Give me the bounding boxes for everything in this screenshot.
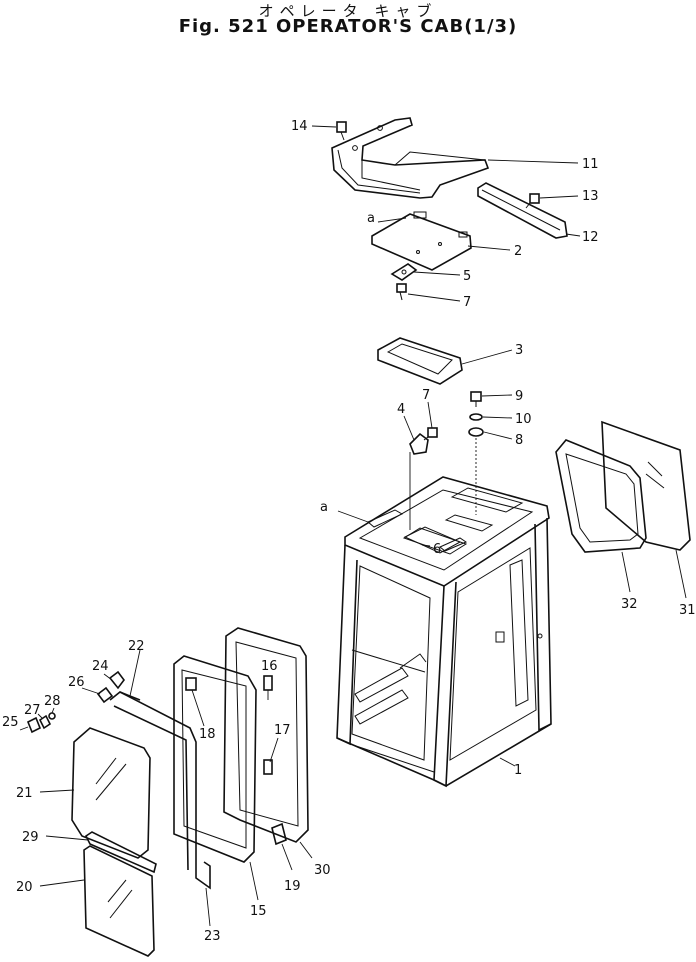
part-labels: 14 11 13 12 2 5 7 3 9 10 8 4 7 6 1 31 32… [2,119,696,944]
part-21-glass [71,727,151,859]
part-16-hinge [263,675,273,691]
label-10: 10 [515,412,532,427]
label-24: 24 [92,659,109,674]
label-6: 6 [433,542,441,557]
part-9-bolt [470,391,482,407]
part-10-washer [469,413,483,421]
label-20: 20 [16,880,33,895]
label-14: 14 [291,119,308,134]
part-15-seal [173,655,257,863]
part-28-pin [48,712,56,720]
label-12: 12 [582,230,599,245]
label-22: 22 [128,639,145,654]
part-8-nut [468,427,484,437]
label-1: 1 [514,763,522,778]
label-5: 5 [463,269,471,284]
label-19: 19 [284,879,301,894]
part-27-spacer [38,714,52,730]
part-11-bracket [331,117,490,199]
label-17: 17 [274,723,291,738]
view-ref-a-cab: a [320,500,328,515]
part-2-plate [371,211,472,271]
label-11: 11 [582,157,599,172]
part-25-knob [26,716,42,734]
part-14-bolt [336,121,347,141]
part-13-bolt [525,193,540,209]
part-31-rear-glass [601,420,691,551]
label-29: 29 [22,830,39,845]
part-1-cab-body [336,476,552,788]
label-13: 13 [582,189,599,204]
part-17-hinge [263,759,273,775]
label-4: 4 [397,402,405,417]
label-9: 9 [515,389,523,404]
part-26-catch [96,686,114,704]
label-26: 26 [68,675,85,690]
part-32-seal [555,439,647,553]
label-31: 31 [679,603,696,618]
part-4-bracket [409,432,429,455]
label-32: 32 [621,597,638,612]
part-29-strip [84,831,157,874]
label-7-upper: 7 [463,295,471,310]
title-japanese: オペレータ キャブ [258,2,438,20]
label-8: 8 [515,433,523,448]
label-3: 3 [515,343,523,358]
part-19-latch [271,822,287,846]
label-7-lower: 7 [422,388,430,403]
part-20-glass-lower [83,845,155,957]
label-28: 28 [44,694,61,709]
view-ref-a-top: a [367,211,375,226]
label-30: 30 [314,863,331,878]
figure-title: Fig. 521 OPERATOR'S CAB(1/3) [178,16,518,37]
part-12-strip [477,182,568,239]
part-24-latch [108,670,125,690]
label-25: 25 [2,715,19,730]
label-27: 27 [24,703,41,718]
leader-lines [19,125,687,927]
part-7-bolt-upper [396,283,407,301]
part-30-door-frame [223,627,309,843]
part-3-gasket [377,337,463,385]
label-18: 18 [199,727,216,742]
label-23: 23 [204,929,221,944]
label-16: 16 [261,659,278,674]
part-18-clip [185,677,197,691]
part-5-clip [390,263,418,281]
label-2: 2 [514,244,522,259]
label-15: 15 [250,904,267,919]
part-7-bolt-lower [423,427,438,441]
label-21: 21 [16,786,33,801]
